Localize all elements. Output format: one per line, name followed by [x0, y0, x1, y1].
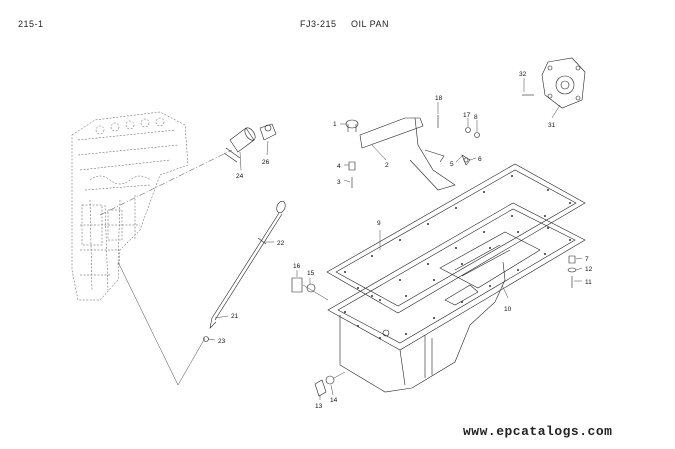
part-26-cap [259, 123, 277, 141]
part-2-strainer-pipe [359, 117, 456, 191]
leader-lines [207, 78, 583, 400]
callout-12: 12 [585, 266, 593, 273]
callout-16: 16 [293, 263, 301, 270]
part-17-washer [465, 127, 471, 133]
part-7-spacer [568, 255, 576, 264]
part-8-nut [474, 132, 480, 138]
part-14-washer [325, 375, 335, 385]
callout-10: 10 [504, 306, 512, 313]
figure-title: OIL PAN [351, 19, 390, 29]
figure-code: FJ3-215 [300, 19, 337, 29]
callout-8: 8 [474, 114, 478, 121]
callout-11: 11 [585, 279, 592, 286]
callout-5: 5 [450, 161, 454, 168]
callout-17: 17 [463, 112, 471, 119]
callout-labels: 1 2 3 4 5 6 7 8 9 10 11 12 13 14 15 16 1… [218, 71, 593, 410]
watermark-url: www.epcatalogs.com [463, 424, 613, 439]
callout-18: 18 [435, 95, 443, 102]
engine-block-outline [71, 111, 189, 301]
callout-7: 7 [585, 256, 589, 263]
callout-24: 24 [236, 173, 244, 180]
part-4-washer [348, 161, 356, 171]
callout-31: 31 [548, 122, 556, 129]
part-6-bolt [463, 157, 469, 163]
part-12-washer [567, 267, 577, 273]
callout-4: 4 [337, 163, 341, 170]
callout-6: 6 [478, 156, 482, 163]
part-5-bracket [461, 154, 471, 166]
callout-23: 23 [218, 338, 226, 345]
part-22-dipstick [209, 200, 286, 329]
callout-32: 32 [519, 71, 527, 78]
part-13-drain-plug [314, 379, 327, 397]
part-31-oil-pump [541, 57, 586, 109]
part-16-plug [291, 277, 303, 293]
callout-2: 2 [385, 162, 389, 169]
callout-13: 13 [315, 403, 323, 410]
part-9-gasket [326, 163, 586, 314]
part-10-oil-pan [327, 202, 586, 393]
callout-9: 9 [377, 220, 381, 227]
callout-22: 22 [277, 240, 285, 247]
callout-15: 15 [307, 270, 315, 277]
part-24-guide-tube [223, 127, 256, 163]
callout-1: 1 [333, 121, 337, 128]
part-15-gasket [306, 283, 316, 293]
callout-26: 26 [262, 159, 270, 166]
callout-14: 14 [330, 397, 338, 404]
callout-21: 21 [231, 313, 239, 320]
page-number: 215-1 [18, 19, 44, 29]
bolt-holes [344, 175, 571, 339]
callout-3: 3 [337, 179, 341, 186]
